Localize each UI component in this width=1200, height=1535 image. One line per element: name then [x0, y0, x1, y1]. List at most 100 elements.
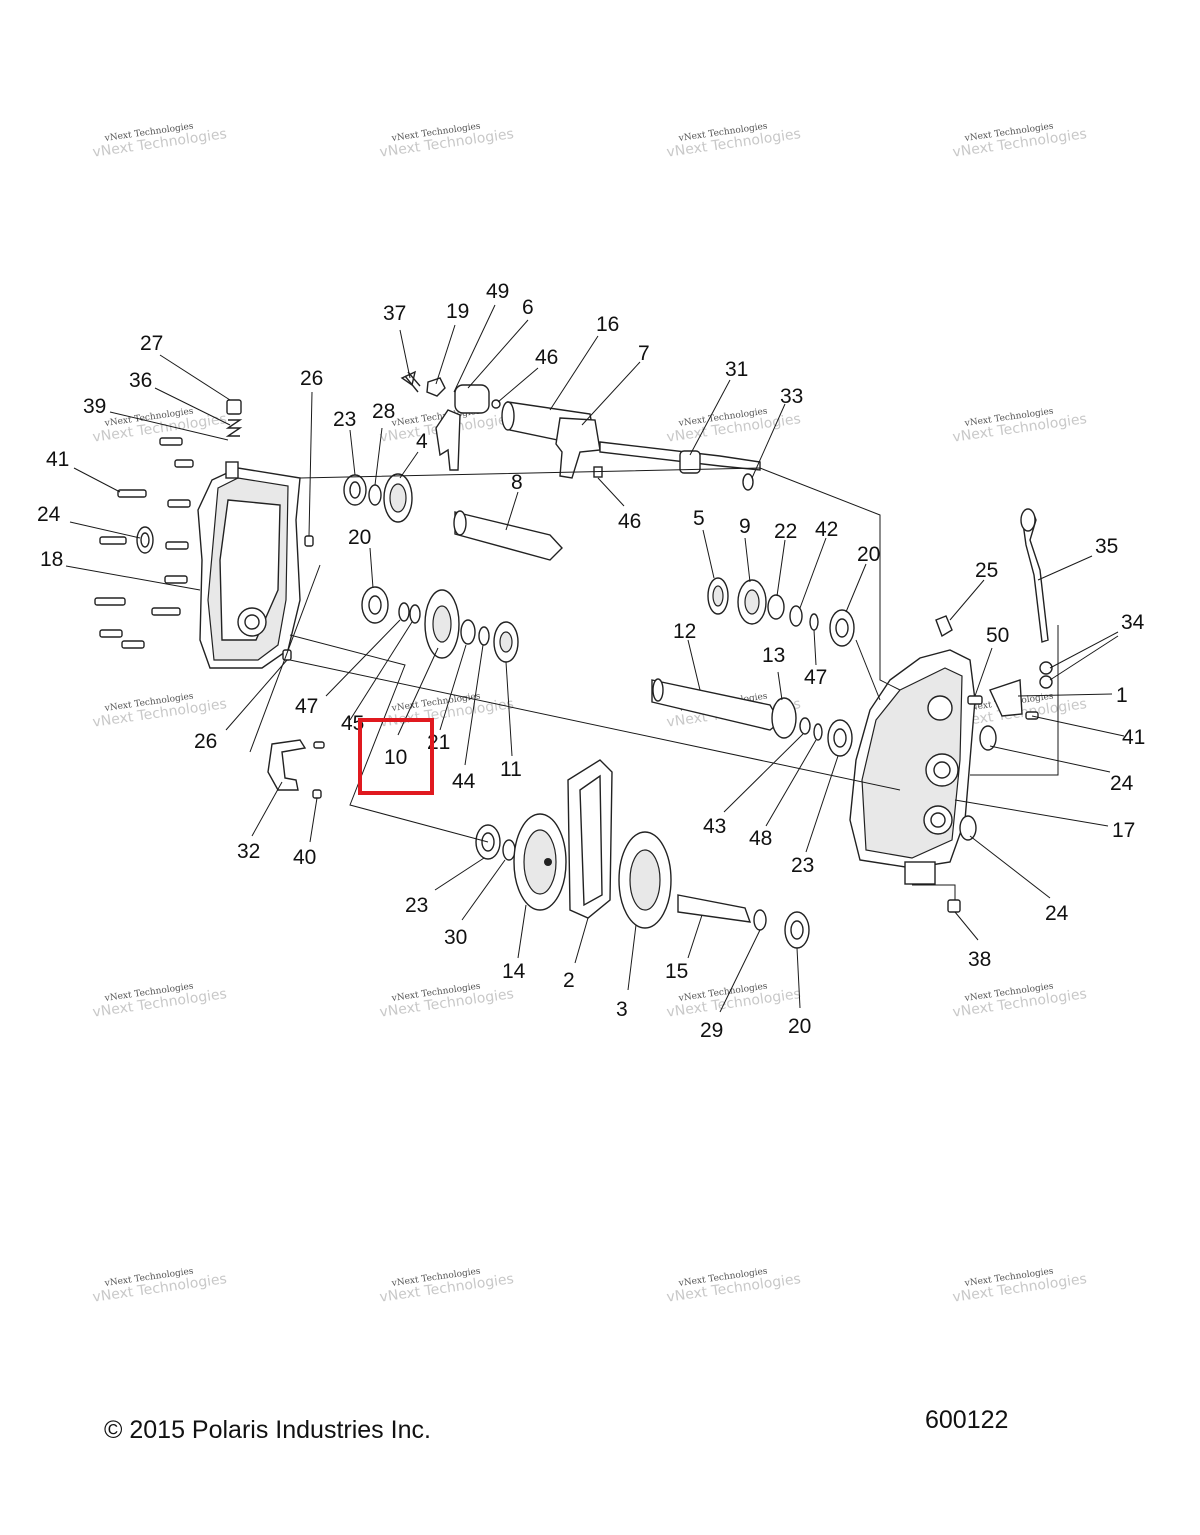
callout-34: 34: [1121, 611, 1145, 634]
callout-17: 17: [1112, 819, 1135, 842]
callout-13: 13: [762, 644, 785, 667]
bracket-32: [267, 739, 307, 791]
callout-12: 12: [673, 620, 696, 643]
spring-36: [225, 419, 243, 437]
callout-41-right: 41: [1122, 726, 1145, 749]
callout-38: 38: [968, 948, 991, 971]
callout-39: 39: [83, 395, 106, 418]
callout-7: 7: [638, 342, 650, 365]
drawing-number: 600122: [925, 1406, 1009, 1434]
callout-40: 40: [293, 846, 316, 869]
callout-20-bottom: 20: [788, 1015, 811, 1038]
callout-47-right: 47: [804, 666, 827, 689]
callout-11: 11: [500, 758, 522, 781]
callout-5: 5: [693, 507, 705, 530]
plug-38: [947, 899, 961, 913]
callout-28: 28: [372, 400, 395, 423]
left-housing: [197, 461, 301, 669]
callout-20-left: 20: [348, 526, 371, 549]
bearing-22: [767, 594, 785, 620]
callout-33: 33: [780, 385, 803, 408]
shift-assembly: [400, 370, 603, 479]
callout-24-left: 24: [37, 503, 61, 526]
callout-50: 50: [986, 624, 1009, 647]
callout-labels: 37 19 49 6 16 46 7 31 33 27 36 26 39 23 …: [37, 280, 1145, 1042]
ring-47-left: [398, 602, 410, 622]
callout-31: 31: [725, 358, 748, 381]
callout-24-right-b: 24: [1045, 902, 1069, 925]
left-bolts: [94, 437, 194, 649]
screw-40: [312, 789, 322, 799]
leader-lines: [65, 304, 1125, 1013]
callout-10: 10: [384, 746, 407, 769]
callout-48: 48: [749, 827, 772, 850]
callout-30: 30: [444, 926, 467, 949]
bracket-1: [989, 679, 1023, 717]
washer-43: [799, 717, 811, 735]
callout-4: 4: [416, 430, 428, 453]
callout-3: 3: [616, 998, 628, 1021]
seal-24-right-b: [959, 815, 977, 841]
plug-25: [935, 615, 953, 638]
bearing-21: [460, 619, 476, 645]
callout-23-right: 23: [791, 854, 814, 877]
washer-34-a: [1039, 661, 1053, 675]
callout-46-bottom: 46: [618, 510, 641, 533]
ring-48: [813, 723, 823, 741]
callout-20-upper: 20: [857, 543, 880, 566]
callout-15: 15: [665, 960, 688, 983]
ring-29: [753, 909, 767, 931]
washer-34-b: [1039, 675, 1053, 689]
callout-46-top: 46: [535, 346, 558, 369]
callout-22: 22: [774, 520, 797, 543]
washer-45: [409, 604, 421, 624]
callout-14: 14: [502, 960, 526, 983]
callout-8: 8: [511, 471, 523, 494]
shaft-15: [677, 894, 752, 923]
copyright-notice: © 2015 Polaris Industries Inc.: [104, 1416, 431, 1444]
callout-43: 43: [703, 815, 726, 838]
washer-30: [502, 839, 516, 861]
callout-16: 16: [596, 313, 619, 336]
bolt-50: [967, 695, 983, 705]
shaft-8: [454, 511, 563, 561]
ring-47-upper: [809, 613, 819, 631]
callout-44: 44: [452, 770, 476, 793]
dowel-26-top: [304, 535, 314, 547]
washer-28: [368, 484, 382, 506]
cap-27: [226, 399, 242, 415]
callout-6: 6: [522, 296, 534, 319]
washer-42: [789, 605, 803, 627]
callout-25: 25: [975, 559, 998, 582]
callout-42: 42: [815, 518, 838, 541]
dowel-26-bottom: [282, 649, 292, 661]
callout-18: 18: [40, 548, 63, 571]
callout-47-left: 47: [295, 695, 318, 718]
callout-26-top: 26: [300, 367, 323, 390]
callout-24-right-a: 24: [1110, 772, 1134, 795]
callout-23-bottom: 23: [405, 894, 428, 917]
callout-41-left: 41: [46, 448, 69, 471]
callout-36: 36: [129, 369, 152, 392]
callout-27: 27: [140, 332, 163, 355]
callout-2: 2: [563, 969, 575, 992]
highlight-box: [358, 718, 434, 795]
right-housing: [849, 649, 976, 885]
ring-44: [478, 626, 490, 646]
callout-23-top: 23: [333, 408, 356, 431]
callout-32: 32: [237, 840, 260, 863]
callout-19: 19: [446, 300, 469, 323]
